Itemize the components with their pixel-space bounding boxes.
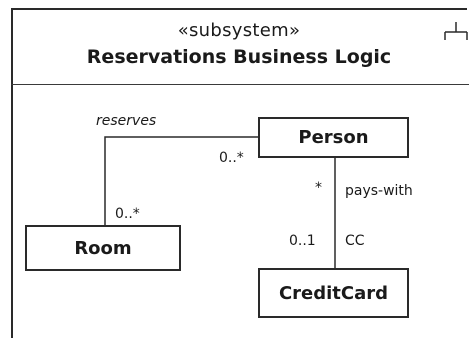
pays-with-association-name: pays-with [345, 183, 413, 199]
person-class[interactable]: Person [258, 117, 409, 158]
pays-with-role-name: CC [345, 233, 365, 249]
reserves-room-multiplicity: 0..* [115, 206, 140, 222]
person-class-name: Person [298, 127, 369, 148]
room-class-name: Room [74, 237, 132, 259]
association-lines [104, 136, 336, 268]
reserves-association-line [104, 136, 258, 225]
fork-icon [444, 22, 468, 40]
reserves-association-name: reserves [96, 113, 157, 129]
pays-with-creditcard-multiplicity: 0..1 [289, 233, 316, 249]
room-class[interactable]: Room [25, 225, 181, 271]
subsystem-title: Reservations Business Logic [86, 46, 392, 68]
creditcard-class[interactable]: CreditCard [258, 268, 409, 318]
reserves-person-multiplicity: 0..* [219, 150, 244, 166]
subsystem-stereotype: «subsystem» [177, 20, 301, 41]
subsystem-frame [11, 8, 467, 338]
creditcard-class-name: CreditCard [278, 282, 389, 304]
pays-with-person-multiplicity: * [315, 180, 322, 196]
header-divider [11, 84, 469, 85]
